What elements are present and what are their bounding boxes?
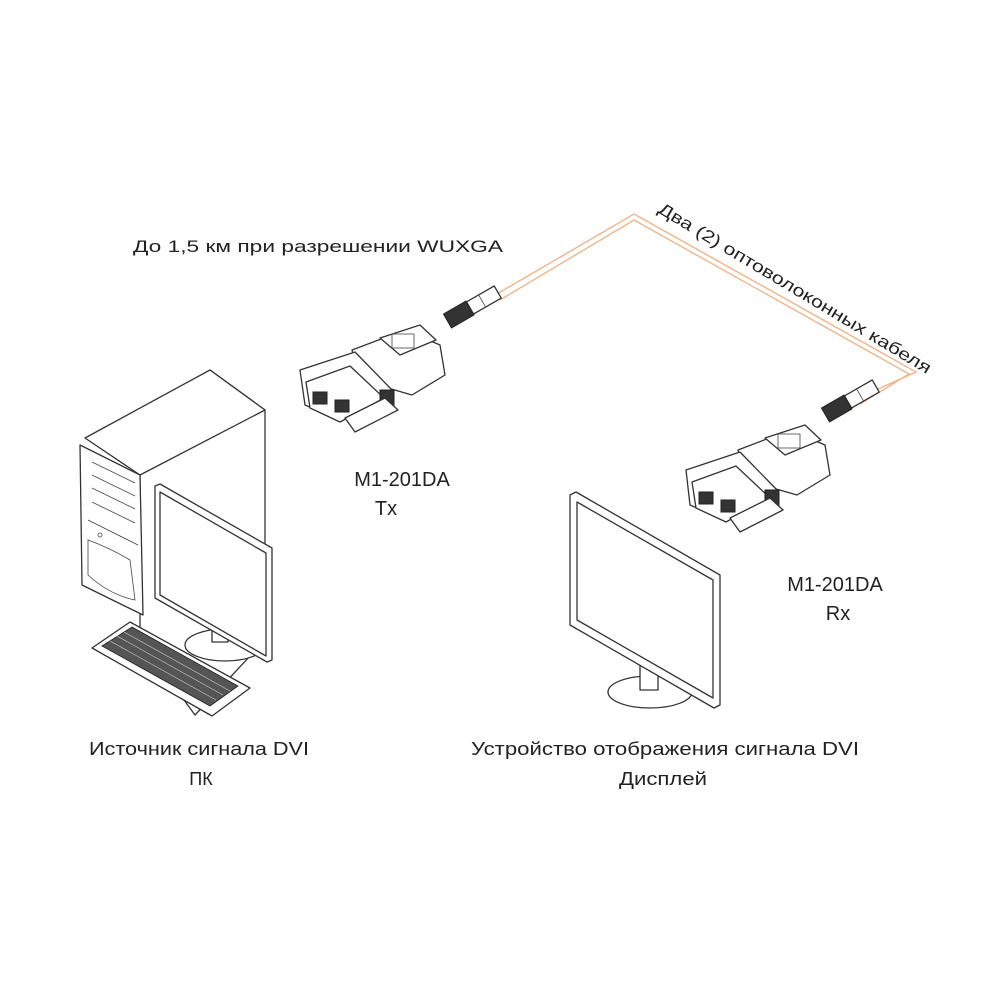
tx-module xyxy=(299,324,446,433)
fiber-cable xyxy=(496,213,918,405)
distance-note: До 1,5 км при разрешении WUXGA xyxy=(133,237,504,256)
rx-model-label: M1-201DA xyxy=(787,574,883,596)
rx-fiber-connector xyxy=(820,379,880,423)
source-title: Источник сигнала DVI xyxy=(89,739,309,759)
display-monitor xyxy=(569,491,721,709)
source-subtitle: ПК xyxy=(189,769,213,789)
rx-module xyxy=(685,424,831,533)
display-title: Устройство отображения сигнала DVI xyxy=(471,739,859,759)
display-subtitle: Дисплей xyxy=(619,769,707,789)
rx-role-label: Rx xyxy=(826,603,850,625)
tx-role-label: Tx xyxy=(375,498,397,520)
keyboard xyxy=(91,621,251,717)
tx-model-label: M1-201DA xyxy=(354,469,450,491)
cable-label: Два (2) оптоволоконных кабеля xyxy=(655,199,935,378)
tx-fiber-connector xyxy=(442,285,502,329)
pc-monitor xyxy=(154,483,273,663)
